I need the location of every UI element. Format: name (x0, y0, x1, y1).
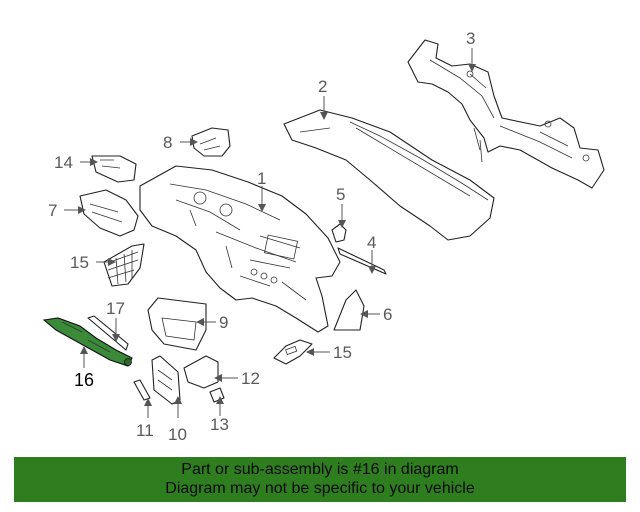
callout-9: 9 (219, 313, 228, 332)
part-12-duct[interactable] (183, 355, 219, 389)
part-10-bracket[interactable] (151, 355, 181, 405)
footer-banner: Part or sub-assembly is #16 in diagram D… (14, 457, 626, 502)
callout-11: 11 (136, 421, 154, 440)
part-3-support-frame[interactable] (407, 39, 605, 189)
footer-line-1: Part or sub-assembly is #16 in diagram (181, 461, 459, 478)
part-8-trim-piece[interactable] (191, 127, 231, 157)
part-5-clip[interactable] (331, 223, 347, 243)
part-7-side-trim[interactable] (79, 189, 139, 237)
callout-2: 2 (318, 77, 327, 96)
callout-8: 8 (163, 133, 172, 152)
part-11-clip[interactable] (133, 379, 151, 401)
callout-4: 4 (367, 233, 376, 252)
part-1-instrument-panel[interactable] (139, 165, 341, 333)
part-2-dash-pad[interactable] (283, 109, 495, 241)
callout-1: 1 (257, 169, 266, 188)
part-14-vent-trim[interactable] (91, 155, 137, 183)
callout-7: 7 (48, 201, 57, 220)
part-16-bracket-highlighted[interactable] (42, 317, 133, 367)
footer-line-2: Diagram may not be specific to your vehi… (165, 480, 475, 497)
callout-17: 17 (106, 299, 125, 318)
callout-13: 13 (210, 415, 229, 434)
leader-lines (64, 48, 473, 418)
part-15-grille-left[interactable] (103, 243, 145, 287)
callout-14: 14 (54, 153, 73, 172)
part-6-end-cap[interactable] (333, 289, 365, 331)
callout-12: 12 (241, 369, 260, 388)
callout-5: 5 (336, 185, 345, 204)
callout-15-left: 15 (70, 253, 89, 272)
part-17-brace[interactable] (87, 315, 129, 351)
parts-diagram: 1 2 3 4 5 6 7 8 9 10 11 12 13 14 15 15 1… (42, 29, 605, 444)
callout-3: 3 (466, 29, 475, 48)
callout-10: 10 (168, 425, 187, 444)
callout-labels: 1 2 3 4 5 6 7 8 9 10 11 12 13 14 15 15 1… (48, 29, 475, 444)
part-9-glove-box[interactable] (147, 297, 207, 351)
part-15-trim-right[interactable] (273, 339, 313, 365)
part-4-rod[interactable] (337, 247, 387, 275)
callout-16: 16 (74, 370, 94, 390)
callout-15-right: 15 (333, 343, 352, 362)
leader-arrowheads (78, 64, 476, 406)
callout-6: 6 (383, 305, 392, 324)
